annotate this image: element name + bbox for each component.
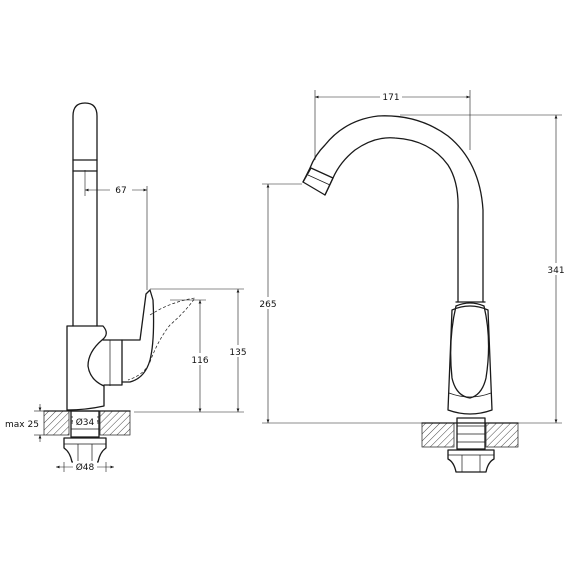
side-faucet-body	[66, 325, 107, 411]
front-gooseneck-spout	[302, 115, 484, 303]
dim-d48-label: Ø48	[76, 462, 95, 473]
front-lever	[450, 302, 490, 399]
front-mounting-nut	[447, 449, 495, 473]
dim-nut-diameter: Ø48	[56, 461, 114, 473]
front-view: 171 265 341	[257, 90, 566, 473]
front-spout-outlet	[302, 167, 334, 196]
side-spout-tube	[72, 102, 98, 327]
dim-outlet-height: 265	[257, 183, 422, 424]
dim-thread-diameter: Ø34	[71, 416, 99, 428]
dim-body-height: 135	[150, 288, 248, 412]
dim-d34-label: Ø34	[76, 417, 95, 428]
front-mount-counter-left	[421, 422, 455, 448]
side-mount-counter-right	[99, 410, 131, 436]
front-mount-counter-right	[485, 422, 519, 448]
dim-mount-thickness: max 25	[5, 404, 44, 442]
dim-171-label: 171	[382, 93, 399, 103]
dim-lever-height: 116	[134, 299, 244, 413]
dim-265-label: 265	[259, 300, 276, 310]
side-cartridge	[102, 339, 123, 386]
front-faucet-body	[447, 305, 493, 415]
front-thread-shank	[456, 417, 486, 450]
dim-341-label: 341	[547, 266, 564, 276]
side-mounting-nut	[63, 437, 107, 463]
side-mount-counter-left	[43, 410, 70, 436]
dim-max25-label: max 25	[5, 420, 39, 430]
dim-total-height: 341	[400, 114, 566, 424]
dim-spout-reach-side: 67	[84, 170, 148, 290]
dim-135-label: 135	[229, 348, 246, 358]
side-thread-shank	[70, 410, 100, 438]
side-lever-alt-position	[127, 297, 196, 381]
dim-67-label: 67	[115, 186, 126, 196]
side-view: 67 116 135 max 25 Ø34	[5, 102, 248, 473]
side-lever	[121, 289, 155, 383]
dim-spout-reach-front: 171	[314, 90, 471, 160]
dim-116-label: 116	[191, 356, 208, 366]
